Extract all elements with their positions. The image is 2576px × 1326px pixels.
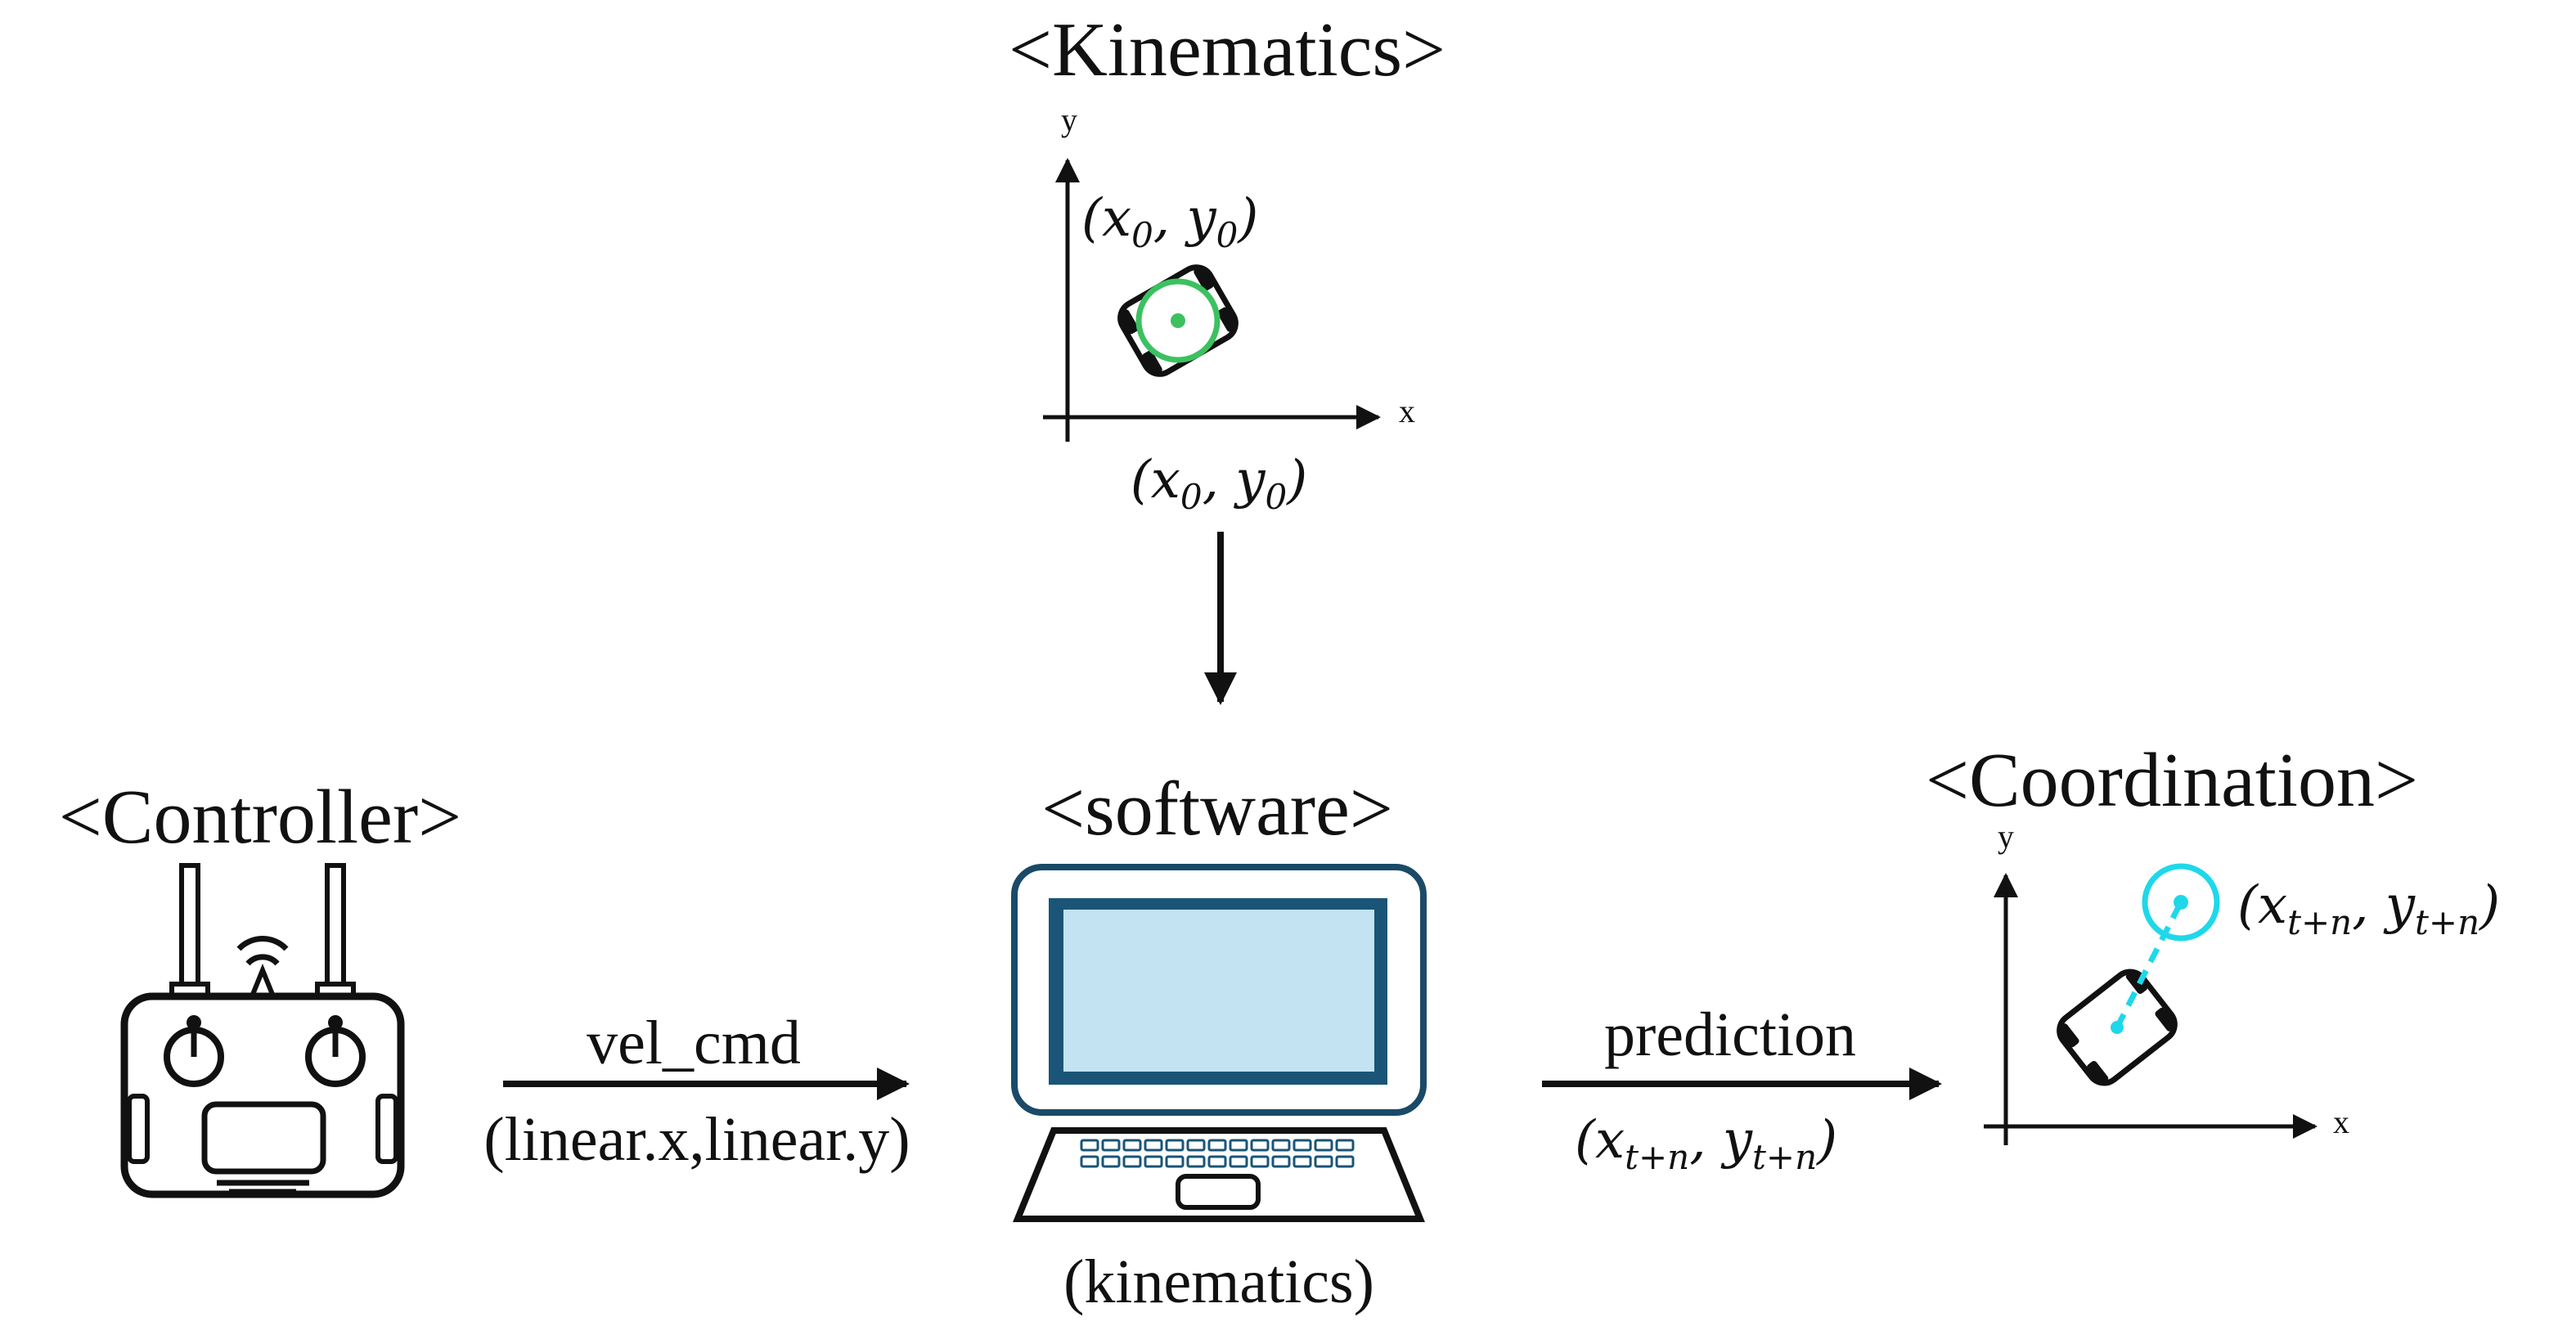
- software-caption: (kinematics): [1063, 1247, 1374, 1316]
- kinematics-output-label: (x0, y0): [1131, 450, 1307, 517]
- start-position-dot: [1171, 313, 1185, 328]
- prediction-label: prediction: [1604, 1000, 1856, 1069]
- coordination-title: <Coordination>: [1926, 738, 2418, 823]
- laptop-icon: [1011, 864, 1427, 1222]
- x-axis-label: x: [1399, 393, 1415, 429]
- y-axis-label: y: [1061, 101, 1077, 138]
- start-position-circle: [1135, 278, 1221, 363]
- prediction-sublabel: (xt+n, yt+n): [1575, 1110, 1837, 1177]
- coordination-plot: y x (xt+n, yt+n): [1984, 818, 2500, 1145]
- current-position-dot: [2111, 1021, 2124, 1034]
- y-axis-label: y: [1998, 818, 2014, 855]
- predicted-position-circle: [2142, 863, 2220, 942]
- controller-title: <Controller>: [59, 775, 461, 860]
- start-point-label: (x0, y0): [1081, 188, 1258, 255]
- kinematics-title: <Kinematics>: [1009, 7, 1445, 92]
- robot-icon: [2057, 969, 2178, 1086]
- predicted-point-label: (xt+n, yt+n): [2237, 875, 2500, 942]
- predicted-position-dot: [2174, 895, 2188, 910]
- software-title: <software>: [1041, 766, 1393, 852]
- keyboard-keys: [1080, 1139, 1355, 1168]
- controller-icon: [120, 863, 405, 1198]
- vel-cmd-sublabel: (linear.x,linear.y): [483, 1105, 910, 1174]
- vel-cmd-label: vel_cmd: [587, 1009, 801, 1077]
- kinematics-plot: y x (x0, y0): [1043, 101, 1415, 442]
- trackpad: [1176, 1174, 1261, 1210]
- x-axis-label: x: [2333, 1104, 2349, 1140]
